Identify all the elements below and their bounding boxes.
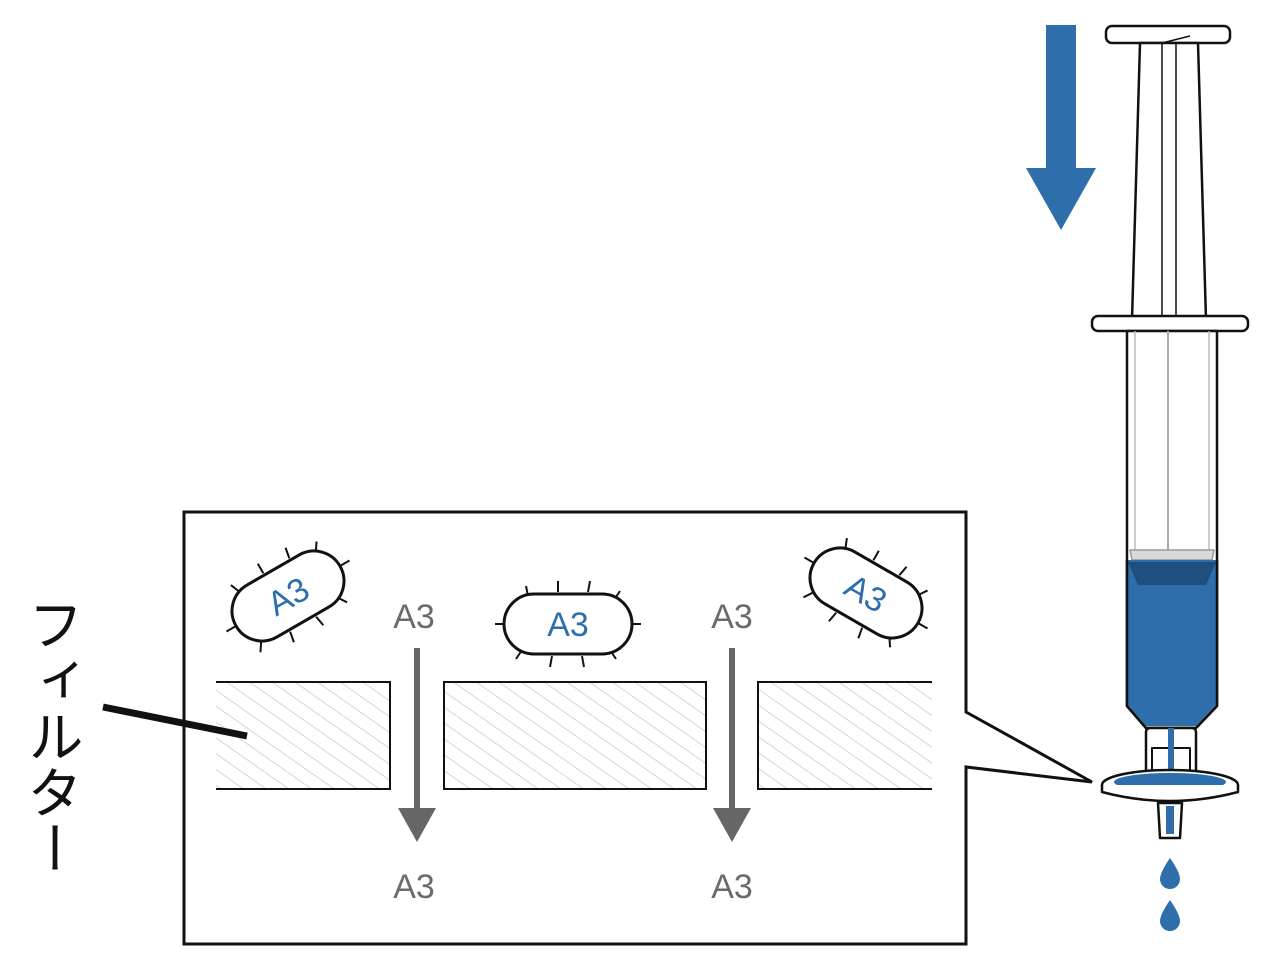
filter-membrane xyxy=(216,681,932,790)
plunger-cap xyxy=(1104,24,1232,45)
bacterium-icon: A3 xyxy=(495,580,641,668)
plunger-rod xyxy=(1130,41,1208,322)
small-particle-label: A3 xyxy=(711,868,753,906)
bacterium-icon: A3 xyxy=(226,541,350,653)
small-particle-label: A3 xyxy=(393,598,435,636)
blue-liquid xyxy=(1128,560,1216,726)
syringe xyxy=(1090,24,1250,840)
bacterium-label: A3 xyxy=(547,606,589,644)
push-down-arrow-icon xyxy=(1026,25,1096,230)
filter-leader-line xyxy=(102,703,248,740)
small-particle-label: A3 xyxy=(393,868,435,906)
small-particle-label: A3 xyxy=(711,598,753,636)
pass-through-arrow-icon xyxy=(713,648,751,842)
droplet-icon xyxy=(1160,858,1180,931)
filter-label: フィルター xyxy=(18,596,83,876)
bacterium-icon: A3 xyxy=(803,537,928,648)
finger-flange xyxy=(1090,314,1250,333)
pass-through-arrow-icon xyxy=(398,648,436,842)
